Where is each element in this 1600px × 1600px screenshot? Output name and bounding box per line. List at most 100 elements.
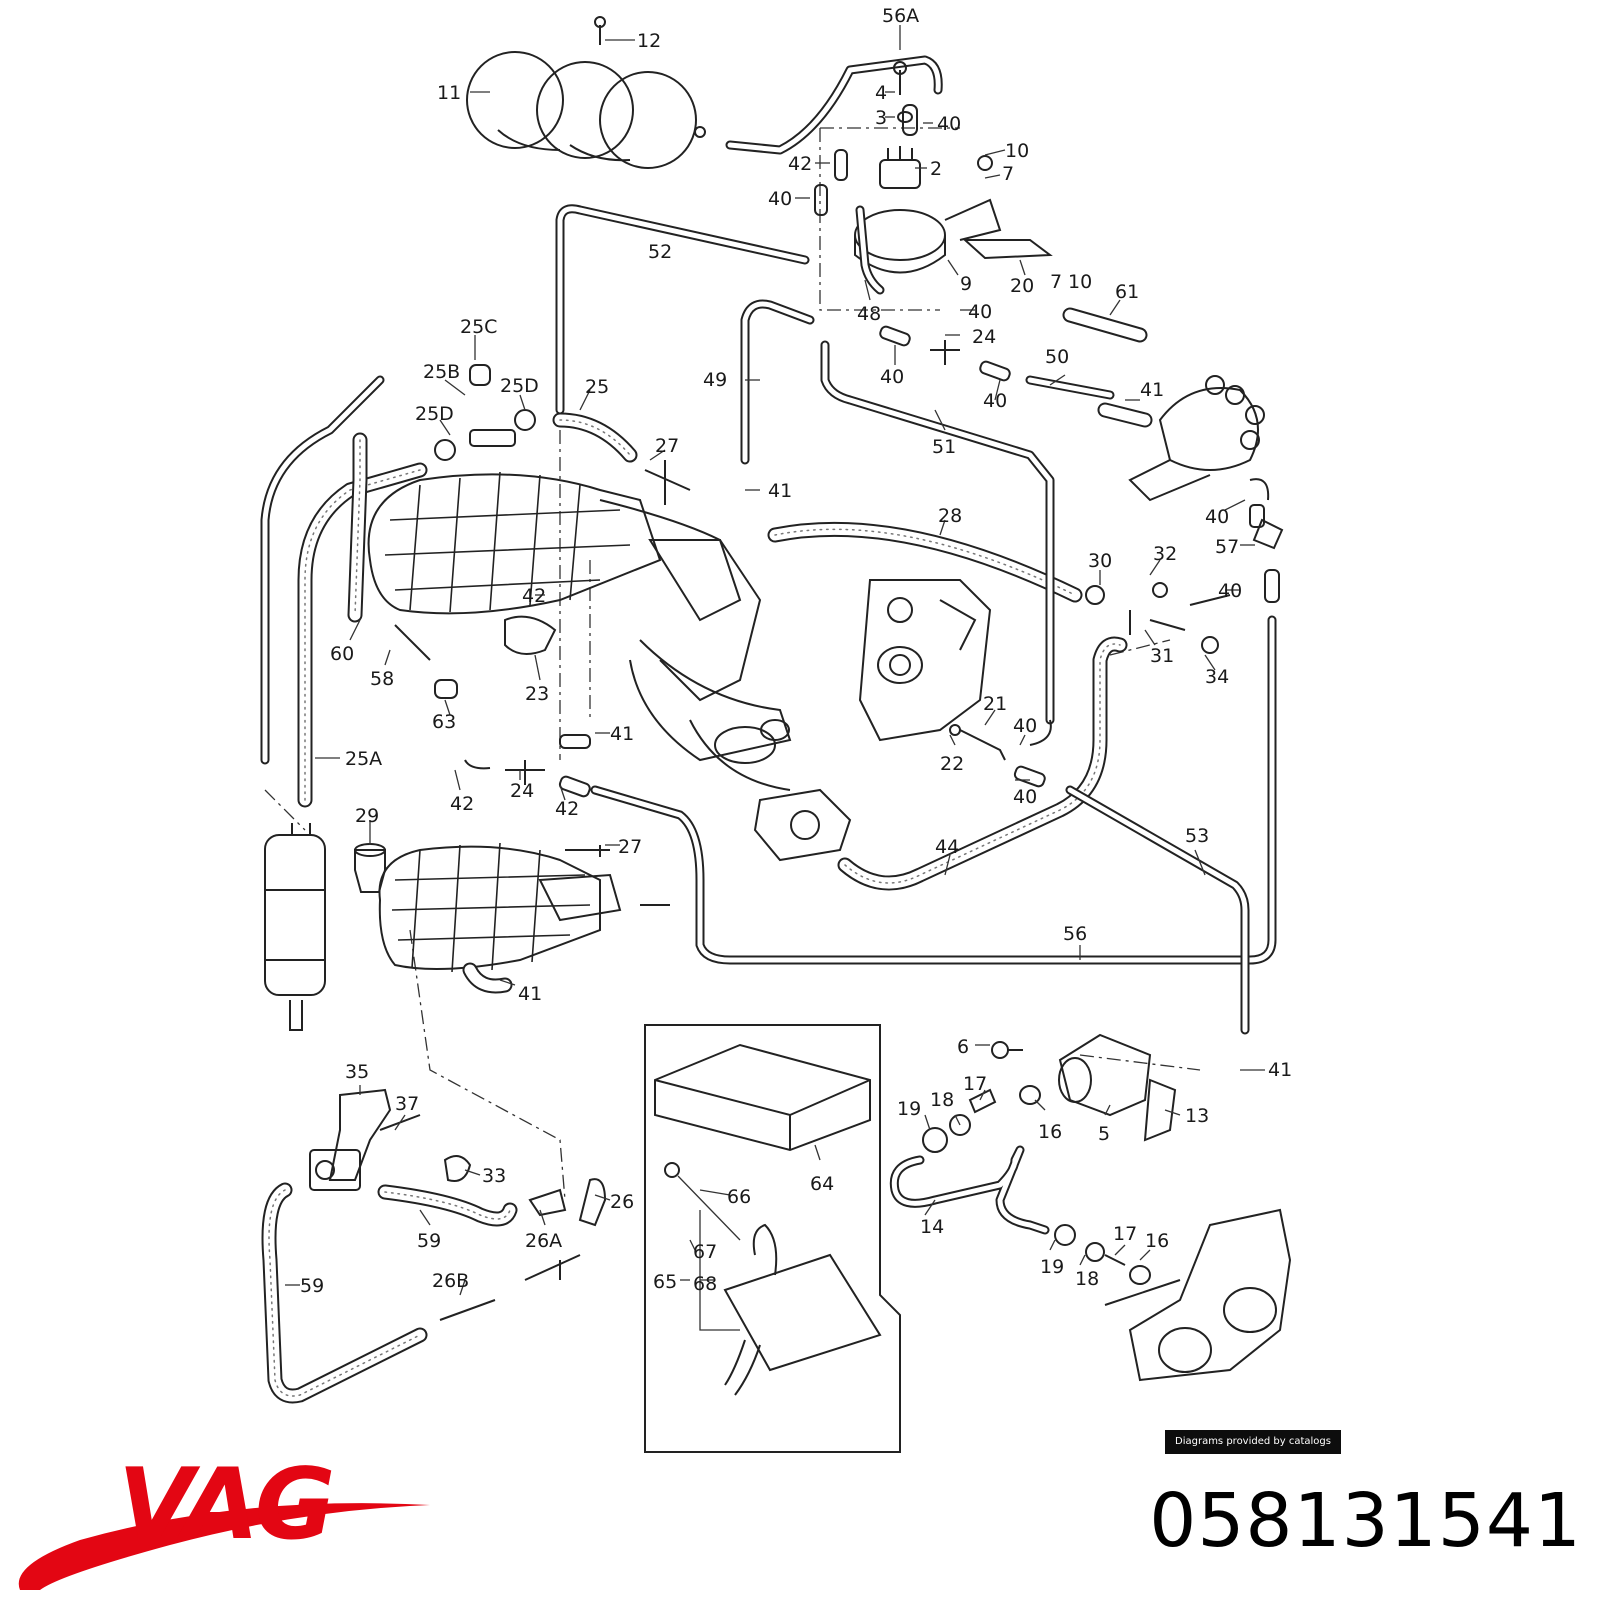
callout: 37 <box>395 1093 419 1115</box>
callout: 56A <box>882 5 919 27</box>
callout: 12 <box>637 30 661 52</box>
callout: 41 <box>1140 379 1164 401</box>
callout: 19 <box>897 1098 921 1120</box>
callout: 16 <box>1038 1121 1062 1143</box>
callout: 26B <box>432 1270 469 1292</box>
callout: 42 <box>788 153 812 175</box>
callout: 60 <box>330 643 354 665</box>
callout: 32 <box>1153 543 1177 565</box>
callout: 59 <box>300 1275 324 1297</box>
callout: 49 <box>703 369 727 391</box>
callout: 68 <box>693 1273 717 1295</box>
callout: 10 <box>1005 140 1029 162</box>
callout: 13 <box>1185 1105 1209 1127</box>
callout: 40 <box>1205 506 1229 528</box>
callout: 40 <box>968 301 992 323</box>
callout: 6 <box>957 1036 969 1058</box>
callout: 57 <box>1215 536 1239 558</box>
callout: 66 <box>727 1186 751 1208</box>
callout: 16 <box>1145 1230 1169 1252</box>
callout: 34 <box>1205 666 1229 688</box>
logo-text: VAG <box>118 1448 332 1562</box>
callout: 11 <box>437 82 461 104</box>
throttle-body <box>753 788 852 862</box>
callout: 3 <box>875 107 887 129</box>
callout: 18 <box>1075 1268 1099 1290</box>
exhaust-manifold <box>1104 1208 1292 1382</box>
callout: 42 <box>555 798 579 820</box>
callout: 21 <box>983 693 1007 715</box>
hoses <box>261 402 1153 1404</box>
callout: 56 <box>1063 923 1087 945</box>
connection-lines <box>264 127 1201 1201</box>
callout: 30 <box>1088 550 1112 572</box>
callout: 53 <box>1185 825 1209 847</box>
control-unit-frame <box>644 1024 901 1453</box>
callout: 63 <box>432 711 456 733</box>
engine-block <box>858 579 992 742</box>
callout: 41 <box>518 983 542 1005</box>
callout: 42 <box>450 793 474 815</box>
callout: 17 <box>963 1073 987 1095</box>
callout: 58 <box>370 668 394 690</box>
callout: 26A <box>525 1230 562 1252</box>
part-number: 058131541 <box>1149 1478 1582 1564</box>
small-fittings <box>379 16 1280 1321</box>
callout: 64 <box>810 1173 834 1195</box>
callout: 52 <box>648 241 672 263</box>
callout: 28 <box>938 505 962 527</box>
callout: 41 <box>610 723 634 745</box>
callout: 7 <box>1002 163 1014 185</box>
callout: 25B <box>423 361 460 383</box>
logo-swoosh <box>18 1503 430 1590</box>
callout: 40 <box>937 113 961 135</box>
callout: 65 <box>653 1271 677 1293</box>
callout: 10 <box>1068 271 1092 293</box>
vag-logo: VAG <box>18 1448 430 1590</box>
callout: 9 <box>960 273 972 295</box>
callout: 40 <box>768 188 792 210</box>
bracket-35 <box>309 1088 392 1191</box>
callout-labels: 12 11 56A 4 3 40 42 2 10 7 40 52 9 20 7 … <box>300 5 1292 1297</box>
callout: 31 <box>1150 645 1174 667</box>
callout: 59 <box>417 1230 441 1252</box>
callout: 48 <box>857 303 881 325</box>
callout: 27 <box>655 435 679 457</box>
callout: 51 <box>932 436 956 458</box>
vacuum-spheres <box>466 51 706 169</box>
vacuum-unit <box>854 146 1053 274</box>
tubes <box>260 55 1277 1235</box>
callout: 40 <box>1218 580 1242 602</box>
callout: 25A <box>345 748 382 770</box>
callout: 18 <box>930 1089 954 1111</box>
callout: 27 <box>618 836 642 858</box>
diagram-credit-badge: Diagrams provided by catalogs parts <box>1165 1430 1341 1471</box>
leader-lines <box>285 25 1265 1296</box>
callout: 14 <box>920 1216 944 1238</box>
callout: 25C <box>460 316 497 338</box>
callout: 41 <box>768 480 792 502</box>
callout: 4 <box>875 82 887 104</box>
callout: 20 <box>1010 275 1034 297</box>
callout: 5 <box>1098 1123 1110 1145</box>
intake-manifold-lower <box>378 842 622 973</box>
intake-manifold-upper <box>367 471 792 791</box>
valve-5 <box>1058 1033 1177 1142</box>
callout: 35 <box>345 1061 369 1083</box>
callout: 40 <box>1013 715 1037 737</box>
callout: 23 <box>525 683 549 705</box>
callout: 22 <box>940 753 964 775</box>
callout: 50 <box>1045 346 1069 368</box>
callout: 19 <box>1040 1256 1064 1278</box>
callout: 61 <box>1115 281 1139 303</box>
callout: 29 <box>355 805 379 827</box>
callout: 44 <box>935 836 959 858</box>
charcoal-canister <box>264 823 326 1031</box>
callout: 67 <box>693 1241 717 1263</box>
callout: 7 <box>1050 271 1062 293</box>
callout: 26 <box>610 1191 634 1213</box>
callout: 25 <box>585 376 609 398</box>
callout: 24 <box>510 780 534 802</box>
cap-29 <box>354 843 386 893</box>
